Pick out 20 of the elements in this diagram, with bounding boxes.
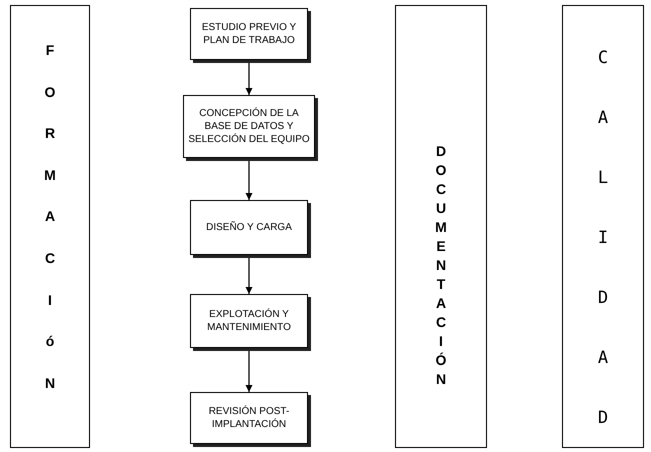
vertical-label: CALIDAD — [597, 47, 609, 430]
process-box — [183, 95, 315, 158]
vertical-label: FORMACIóN — [45, 41, 55, 393]
step-label: DISEÑO Y CARGA — [206, 221, 292, 234]
process-box — [190, 200, 308, 255]
step-label: CONCEPCIÓN DE LA BASE DE DATOS Y SELECCIÓN DEL EQUIPO — [188, 107, 310, 146]
step-label: EXPLOTACIÓN Y MANTENIMIENTO — [206, 308, 292, 334]
arrow — [246, 351, 252, 392]
process-box — [190, 8, 308, 60]
vertical-band — [10, 5, 90, 448]
arrow — [246, 63, 252, 95]
arrow — [246, 161, 252, 200]
step-label: REVISIÓN POST-IMPLANTACIÓN — [208, 405, 290, 431]
process-box — [190, 294, 308, 348]
step-label: ESTUDIO PREVIO Y PLAN DE TRABAJO — [200, 21, 298, 47]
process-box — [190, 392, 308, 444]
vertical-band — [395, 5, 487, 448]
vertical-label: DOCUMENTACIÓN — [436, 142, 446, 389]
arrow — [246, 258, 252, 294]
vertical-band — [562, 5, 644, 448]
